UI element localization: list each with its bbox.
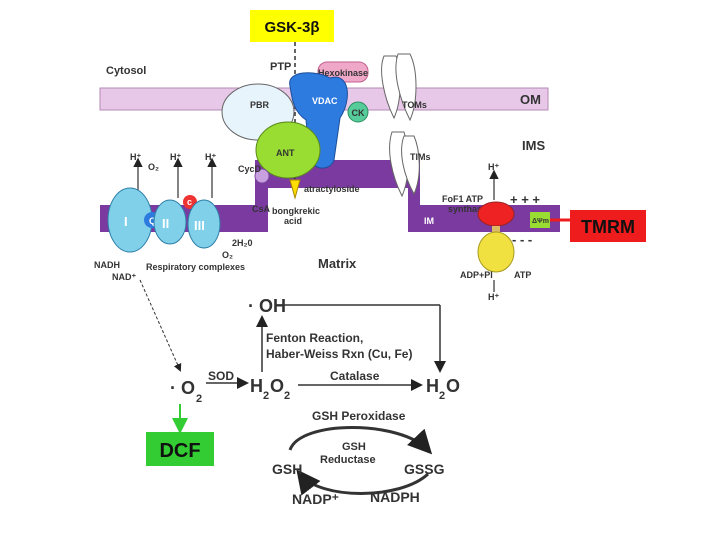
complex-3-label: III <box>194 218 205 233</box>
tmrm-label: TMRM <box>581 217 635 237</box>
complex-2-label: II <box>162 216 169 231</box>
h2o2-h: H <box>250 376 263 396</box>
h2o-o: O <box>446 376 460 396</box>
h-plus-3: H⁺ <box>205 152 216 162</box>
nadph-label: NADPH <box>370 489 420 505</box>
nad-plus-label: NAD⁺ <box>112 272 136 282</box>
tmrm-box <box>570 210 646 242</box>
ims-label: IMS <box>522 138 545 153</box>
f0-shape <box>477 201 515 227</box>
nadp-plus-label: NADP⁺ <box>292 491 339 507</box>
bongkrekic-label: bongkrekic <box>272 206 320 216</box>
catalase-label: Catalase <box>330 369 380 383</box>
sod-label: SOD <box>208 369 234 383</box>
ck-shape <box>347 101 369 123</box>
oh-label: · OH <box>248 296 286 316</box>
complex-2-shape <box>153 199 187 245</box>
hexokinase-label: Hexokinase <box>318 68 368 78</box>
ant-label: ANT <box>276 148 295 158</box>
cycd-label: CycD <box>238 164 262 174</box>
haber-label: Haber-Weiss Rxn (Cu, Fe) <box>266 347 412 361</box>
gsh-reductase-2: Reductase <box>320 454 376 466</box>
vdac-label: VDAC <box>312 96 338 106</box>
atp-label: ATP <box>514 270 531 280</box>
o2-radical-label: · O <box>170 378 195 398</box>
adp-pi-label: ADP+PI <box>460 270 493 280</box>
fenton-label: Fenton Reaction, <box>266 331 363 345</box>
complex-3-shape <box>187 199 221 249</box>
h2o2-o: O <box>270 376 284 396</box>
plus-signs: + + + <box>510 192 540 207</box>
ck-label: CK <box>352 108 365 118</box>
gsh-top-arc <box>288 426 433 455</box>
cyt-c-label: c <box>187 197 192 207</box>
atractyloside-label: atractyloside <box>304 184 360 194</box>
respiratory-label: Respiratory complexes <box>146 262 245 272</box>
h2o-label: 2H₂0 <box>232 238 253 248</box>
gsh-reductase-1: GSH <box>342 441 366 453</box>
h2o2-sub1: 2 <box>263 390 269 402</box>
o2-radical-sub: 2 <box>196 393 202 405</box>
vdac-shape <box>289 72 348 169</box>
synthase-label: synthase <box>448 204 487 214</box>
gsh-label: GSH <box>272 461 302 477</box>
h2o-h: H <box>426 376 439 396</box>
acid-label: acid <box>284 216 302 226</box>
atp-h-plus: H⁺ <box>488 162 499 172</box>
cytosol-label: Cytosol <box>106 65 146 77</box>
cycd-shape <box>254 168 270 184</box>
toms-shape-2 <box>395 53 417 122</box>
f0f1-label: FoF1 ATP <box>442 194 483 204</box>
matrix-label: Matrix <box>318 256 357 271</box>
gsh-bottom-arc <box>296 469 430 496</box>
f1-shape <box>477 231 515 273</box>
tims-shape-2 <box>401 135 420 196</box>
pbr-label: PBR <box>250 100 270 110</box>
ant-shape <box>255 121 321 179</box>
delta-psi-label: ΔΨm <box>532 218 549 225</box>
toms-label: TOMs <box>402 100 427 110</box>
delta-psi-box <box>530 212 550 228</box>
gsk-box <box>250 10 334 42</box>
gssg-label: GSSG <box>404 461 445 477</box>
complex-q-label: Q <box>149 216 156 226</box>
gsk-label: GSK-3β <box>265 19 320 36</box>
ros-origin-arrow <box>139 279 182 372</box>
gsh-peroxidase-label: GSH Peroxidase <box>312 409 406 423</box>
im-label: IM <box>424 216 434 226</box>
dcf-label: DCF <box>159 440 200 462</box>
tims-label: TIMs <box>410 152 431 162</box>
h2o2-sub2: 2 <box>284 390 290 402</box>
minus-signs: - - - <box>512 232 532 247</box>
dcf-box <box>146 432 214 466</box>
stalk-shape <box>492 226 500 236</box>
complex-1-label: I <box>124 214 128 229</box>
h-plus-2: H⁺ <box>170 152 181 162</box>
o2-bottom-label: O₂ <box>222 250 233 260</box>
csa-label: CsA <box>252 204 271 214</box>
nadh-label: NADH <box>94 260 120 270</box>
atp-bottom-h-plus: H⁺ <box>488 292 499 302</box>
h2o-sub: 2 <box>439 390 445 402</box>
ptp-label: PTP <box>270 61 291 73</box>
om-label: OM <box>520 92 541 107</box>
o2-top-label: O₂ <box>148 162 159 172</box>
inhibitor-shape <box>289 179 301 200</box>
h-plus-1: H⁺ <box>130 152 141 162</box>
